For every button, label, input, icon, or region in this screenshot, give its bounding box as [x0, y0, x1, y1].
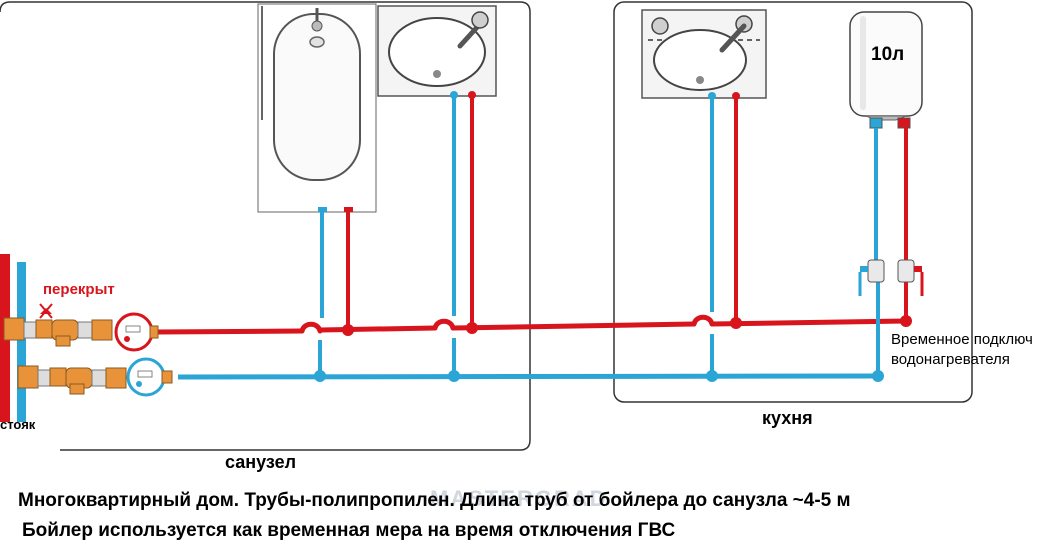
watermark: MASTERGRAD [430, 486, 608, 511]
hot-junctions [342, 315, 912, 336]
heater-shutoff-valves [858, 259, 924, 296]
boiler-volume-label: 10л [871, 44, 905, 65]
cold-water-line [177, 373, 881, 380]
bathroom-outline [0, 1, 531, 451]
shutoff-label: перекрыт [43, 281, 115, 298]
hot-inlet-assembly [3, 312, 159, 352]
bathroom-label: санузел [225, 452, 297, 472]
cold-riser [17, 262, 26, 422]
cold-inlet-assembly [17, 357, 173, 397]
caption-line-1: Многоквартирный дом. Трубы-полипропилен.… [18, 490, 851, 511]
water-heater-icon [849, 11, 923, 129]
kitchen-outline [613, 1, 973, 403]
kitchen-sink-icon [641, 9, 767, 99]
hot-water-line [153, 314, 911, 335]
bathtub-icon [257, 3, 377, 213]
riser-label: стояк [0, 417, 36, 432]
temp-connection-note: Временное подключ водонагревателя [891, 331, 1033, 368]
cold-junctions [314, 370, 884, 382]
shutoff-x-mark [39, 303, 53, 319]
bathroom-sink-icon [377, 5, 497, 97]
hot-branches [346, 96, 908, 330]
caption-line-2: Бойлер используется как временная мера н… [22, 520, 676, 541]
kitchen-label: кухня [762, 408, 813, 428]
cold-branches [318, 96, 880, 376]
